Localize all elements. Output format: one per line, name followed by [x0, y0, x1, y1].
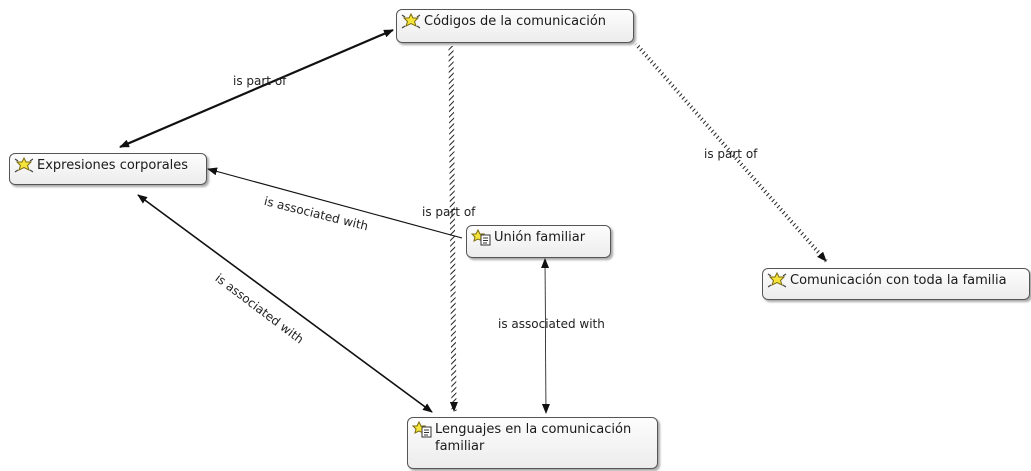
node-codigos[interactable]: Códigos de la comunicación	[396, 9, 634, 43]
memo-code-icon	[471, 229, 491, 246]
node-label: Expresiones corporales	[37, 158, 189, 173]
code-icon	[767, 272, 787, 288]
code-icon	[14, 157, 34, 173]
node-union[interactable]: Unión familiar	[466, 225, 611, 258]
edge-label-codigos-lenguajes: is part of	[422, 205, 476, 219]
edge-label-codigos-comunicacion: is part of	[704, 147, 758, 161]
node-label: Lenguajes en la comunicación familiar	[435, 422, 632, 454]
relation-line-union-lenguajes[interactable]	[541, 258, 550, 414]
edge-label-union-lenguajes: is associated with	[498, 317, 605, 331]
node-expresiones[interactable]: Expresiones corporales	[9, 153, 207, 185]
node-label: Códigos de la comunicación	[424, 14, 607, 29]
relation-line-expresiones-union[interactable]	[207, 168, 463, 239]
code-icon	[401, 13, 421, 29]
node-label: Unión familiar	[494, 230, 586, 245]
relation-line-codigos-lenguajes[interactable]	[448, 45, 458, 412]
node-lenguajes[interactable]: Lenguajes en la comunicación familiar	[407, 417, 658, 469]
edge-label-codigos-expresiones: is part of	[233, 74, 287, 88]
memo-code-icon	[412, 421, 432, 438]
relation-line-expresiones-lenguajes[interactable]	[137, 194, 433, 413]
relation-line-codigos-comunicacion[interactable]	[634, 42, 828, 263]
relation-line-codigos-expresiones[interactable]	[119, 28, 394, 149]
node-label: Comunicación con toda la familia	[790, 273, 1007, 288]
node-comunicacion[interactable]: Comunicación con toda la familia	[762, 268, 1030, 300]
